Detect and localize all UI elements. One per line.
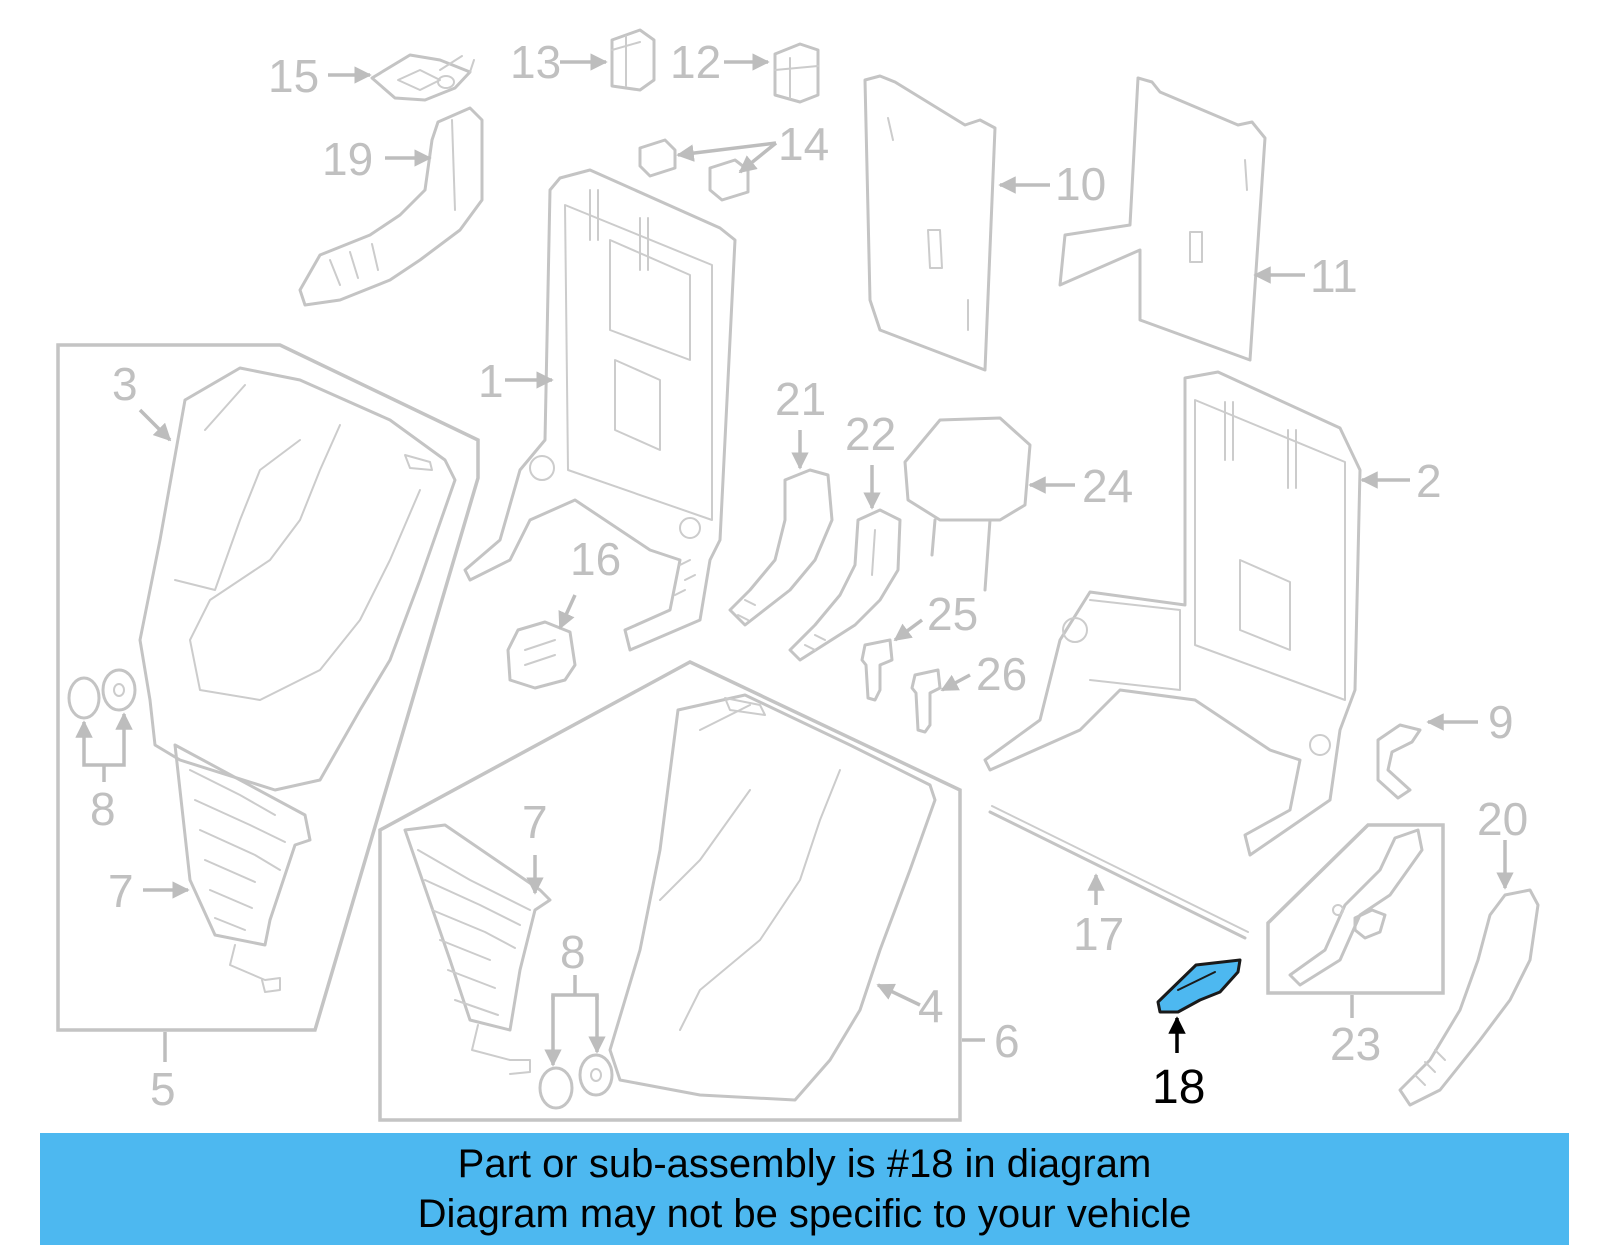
part-23-bracket: [1288, 828, 1424, 987]
part-21-trim: [728, 468, 834, 627]
part-2-frame: [983, 370, 1362, 857]
part-13-cover: [610, 28, 656, 92]
callout-3: 3: [112, 358, 138, 410]
callout-7-left: 7: [108, 865, 134, 917]
callout-19: 19: [322, 133, 373, 185]
part-8-center-discs: [538, 1053, 614, 1110]
part-11-panel: [1058, 76, 1267, 362]
part-19-trim: [298, 106, 484, 307]
part-14-clips: [638, 138, 750, 202]
callout-13: 13: [510, 36, 561, 88]
callout-10: 10: [1055, 158, 1106, 210]
group-box-5: [56, 343, 480, 1032]
callout-20: 20: [1477, 793, 1528, 845]
group-box-23: [1266, 823, 1445, 995]
callout-11: 11: [1310, 250, 1358, 302]
callout-5: 5: [150, 1063, 176, 1115]
callout-23: 23: [1330, 1018, 1381, 1070]
callout-8-center: 8: [560, 926, 586, 978]
part-16-latch: [506, 620, 577, 690]
part-26-guide: [910, 668, 942, 734]
part-4-seatback: [608, 693, 937, 1102]
callout-8-left: 8: [90, 783, 116, 835]
part-22-trim: [788, 508, 902, 662]
callout-1: 1: [478, 355, 504, 407]
part-18-highlighted[interactable]: [1156, 958, 1242, 1014]
callout-15: 15: [268, 50, 319, 102]
callout-9: 9: [1488, 696, 1514, 748]
callout-labels: 15 13 12 14 19 10 11 1 3 2 21 22 24 16 2…: [90, 36, 1528, 1115]
part-25-guide: [860, 638, 894, 702]
part-17-rod: [988, 805, 1249, 940]
group-box-6: [378, 660, 962, 1122]
callout-21: 21: [775, 373, 826, 425]
callout-24: 24: [1082, 460, 1133, 512]
leader-lines: [75, 53, 1514, 1067]
part-24-headrest: [903, 416, 1032, 592]
callout-22: 22: [845, 408, 896, 460]
callout-25: 25: [927, 588, 978, 640]
callout-18[interactable]: 18: [1152, 1061, 1205, 1114]
part-7-left-heater: [173, 743, 312, 993]
callout-16: 16: [570, 533, 621, 585]
part-12-cover: [773, 42, 820, 104]
callout-4: 4: [918, 980, 944, 1032]
callout-26: 26: [976, 648, 1027, 700]
banner-line-2: Diagram may not be specific to your vehi…: [417, 1192, 1192, 1236]
info-banner: Part or sub-assembly is #18 in diagram D…: [40, 1133, 1569, 1245]
part-1-frame: [463, 168, 737, 652]
part-7-center-heater: [403, 823, 552, 1075]
callout-2: 2: [1416, 455, 1442, 507]
banner-line-1: Part or sub-assembly is #18 in diagram: [457, 1142, 1152, 1186]
callout-17: 17: [1073, 908, 1124, 960]
callout-7-center: 7: [522, 796, 548, 848]
part-9-clip: [1376, 723, 1422, 800]
callout-6: 6: [994, 1015, 1020, 1067]
callout-12: 12: [670, 36, 721, 88]
part-10-panel: [863, 74, 997, 372]
part-15-bracket: [370, 53, 475, 102]
part-8-left-discs: [67, 668, 137, 720]
part-3-seatback: [138, 366, 457, 792]
part-20-trim: [1398, 888, 1540, 1107]
callout-14: 14: [778, 118, 829, 170]
